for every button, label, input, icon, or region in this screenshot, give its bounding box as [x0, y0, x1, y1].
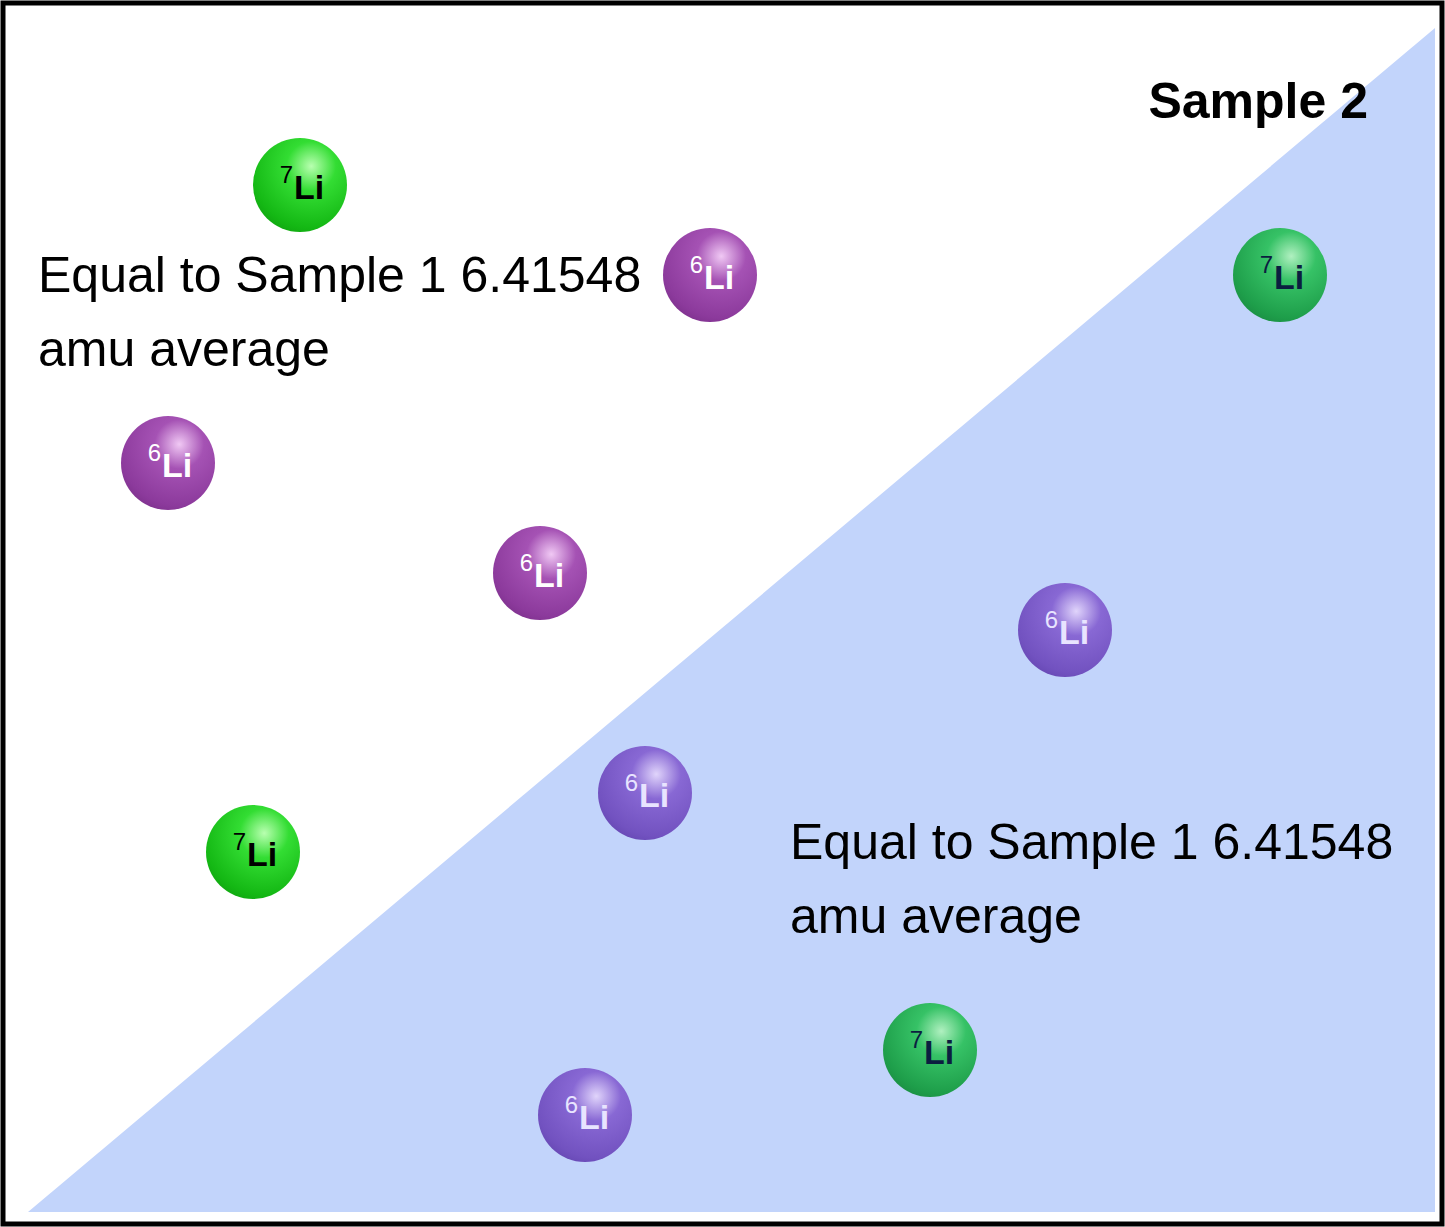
- frame-border: [3, 3, 1442, 1224]
- isotope-symbol: 7Li: [910, 1034, 955, 1070]
- mass-number: 7: [280, 163, 293, 187]
- isotope-symbol: 6Li: [565, 1099, 610, 1135]
- isotope-ball: 7Li: [253, 138, 347, 232]
- mass-number: 6: [625, 771, 638, 795]
- isotope-ball: 7Li: [1233, 228, 1327, 322]
- isotope-ball: 6Li: [663, 228, 757, 322]
- isotope-ball: 6Li: [121, 416, 215, 510]
- mass-number: 6: [565, 1093, 578, 1117]
- mass-number: 6: [1045, 608, 1058, 632]
- mass-number: 6: [148, 441, 161, 465]
- mass-number: 7: [1260, 253, 1273, 277]
- average-note: Equal to Sample 1 6.41548 amu average: [790, 805, 1410, 953]
- isotope-ball: 6Li: [538, 1068, 632, 1162]
- isotope-symbol: 7Li: [1260, 259, 1305, 295]
- isotope-symbol: 6Li: [625, 777, 670, 813]
- isotope-symbol: 6Li: [520, 557, 565, 593]
- isotope-symbol: 6Li: [1045, 614, 1090, 650]
- sample-title: Sample 2: [1148, 72, 1368, 130]
- isotope-symbol: 7Li: [280, 169, 325, 205]
- average-note: Equal to Sample 1 6.41548 amu average: [38, 238, 658, 386]
- blue-triangle: [28, 28, 1435, 1212]
- mass-number: 7: [910, 1028, 923, 1052]
- element-symbol: Li: [162, 447, 192, 483]
- mass-number: 6: [690, 253, 703, 277]
- element-symbol: Li: [247, 836, 277, 872]
- mass-number: 7: [233, 830, 246, 854]
- isotope-symbol: 6Li: [148, 447, 193, 483]
- isotope-ball: 7Li: [883, 1003, 977, 1097]
- mass-number: 6: [520, 551, 533, 575]
- isotope-ball: 7Li: [206, 805, 300, 899]
- element-symbol: Li: [1274, 259, 1304, 295]
- isotope-ball: 6Li: [493, 526, 587, 620]
- element-symbol: Li: [1059, 614, 1089, 650]
- element-symbol: Li: [924, 1034, 954, 1070]
- element-symbol: Li: [639, 777, 669, 813]
- element-symbol: Li: [294, 169, 324, 205]
- isotope-symbol: 6Li: [690, 259, 735, 295]
- element-symbol: Li: [579, 1099, 609, 1135]
- isotope-ball: 6Li: [1018, 583, 1112, 677]
- isotope-symbol: 7Li: [233, 836, 278, 872]
- element-symbol: Li: [704, 259, 734, 295]
- isotope-ball: 6Li: [598, 746, 692, 840]
- element-symbol: Li: [534, 557, 564, 593]
